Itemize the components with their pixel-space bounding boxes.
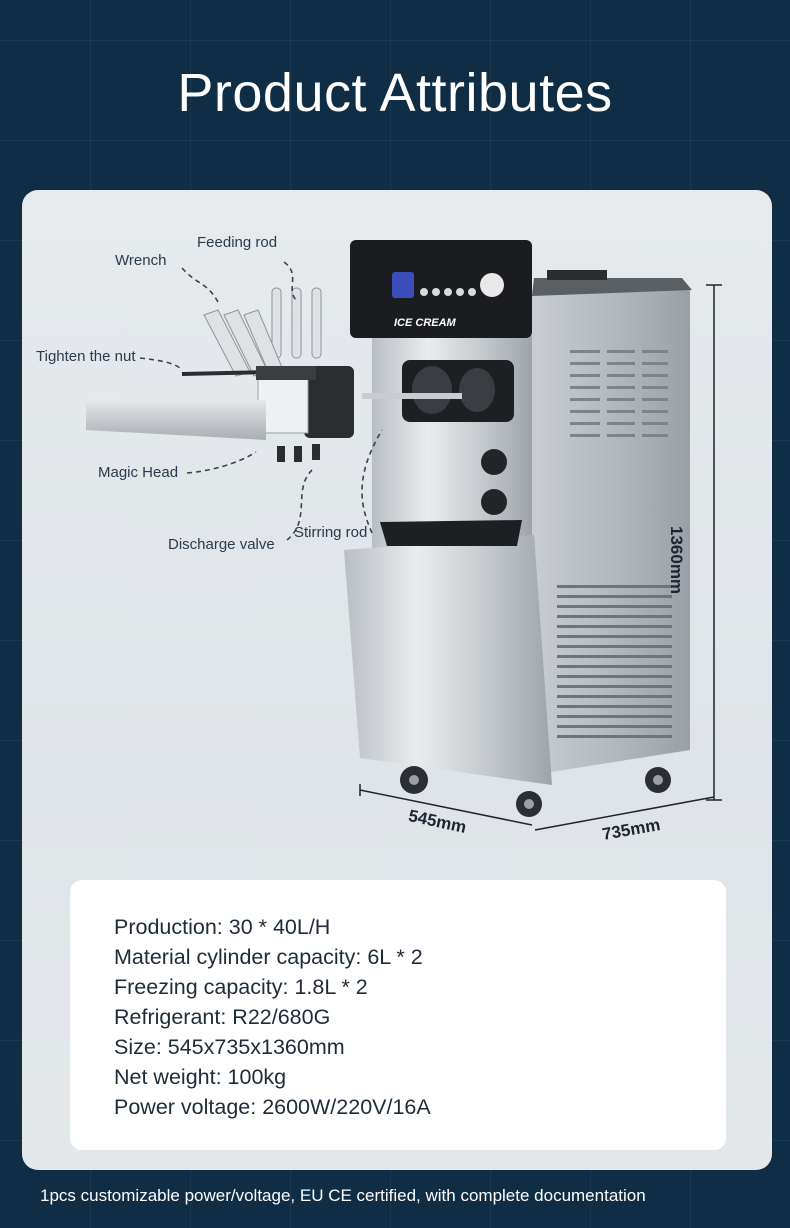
spec-production: Production: 30 * 40L/H	[114, 915, 331, 939]
product-card: ICE CREAM	[22, 190, 772, 1170]
spec-refrigerant: Refrigerant: R22/680G	[114, 1005, 331, 1029]
machine-illustration: ICE CREAM	[86, 240, 722, 831]
label-tighten-nut: Tighten the nut	[36, 348, 136, 365]
spec-cylinder-capacity: Material cylinder capacity: 6L * 2	[114, 945, 423, 969]
magic-head-part	[304, 366, 354, 438]
spec-size: Size: 545x735x1360mm	[114, 1035, 345, 1059]
dimension-lines	[359, 284, 722, 831]
label-magic-head: Magic Head	[98, 464, 179, 481]
footer-note: 1pcs customizable power/voltage, EU CE c…	[40, 1186, 646, 1205]
label-stirring-rod: Stirring rod	[294, 524, 368, 541]
callout-lines	[139, 261, 383, 541]
machine-side-panel	[532, 288, 690, 775]
control-panel	[350, 240, 532, 338]
label-feeding-rod: Feeding rod	[197, 234, 278, 251]
page-title: Product Attributes	[177, 63, 613, 123]
specs-panel: Production: 30 * 40L/H Material cylinder…	[70, 880, 726, 1150]
tray-part	[86, 398, 266, 440]
spec-net-weight: Net weight: 100kg	[114, 1065, 287, 1089]
drip-tray	[380, 520, 522, 546]
side-vents	[570, 350, 668, 437]
spec-freezing-capacity: Freezing capacity: 1.8L * 2	[114, 975, 368, 999]
label-wrench: Wrench	[115, 252, 167, 269]
dimension-height: 1360mm	[667, 526, 686, 595]
product-diagram: ICE CREAM	[22, 190, 772, 890]
spec-power-voltage: Power voltage: 2600W/220V/16A	[114, 1095, 431, 1119]
panel-ice-cream-text: ICE CREAM	[394, 317, 457, 329]
machine-front-cabinet	[344, 535, 552, 785]
label-discharge-valve: Discharge valve	[168, 536, 275, 553]
